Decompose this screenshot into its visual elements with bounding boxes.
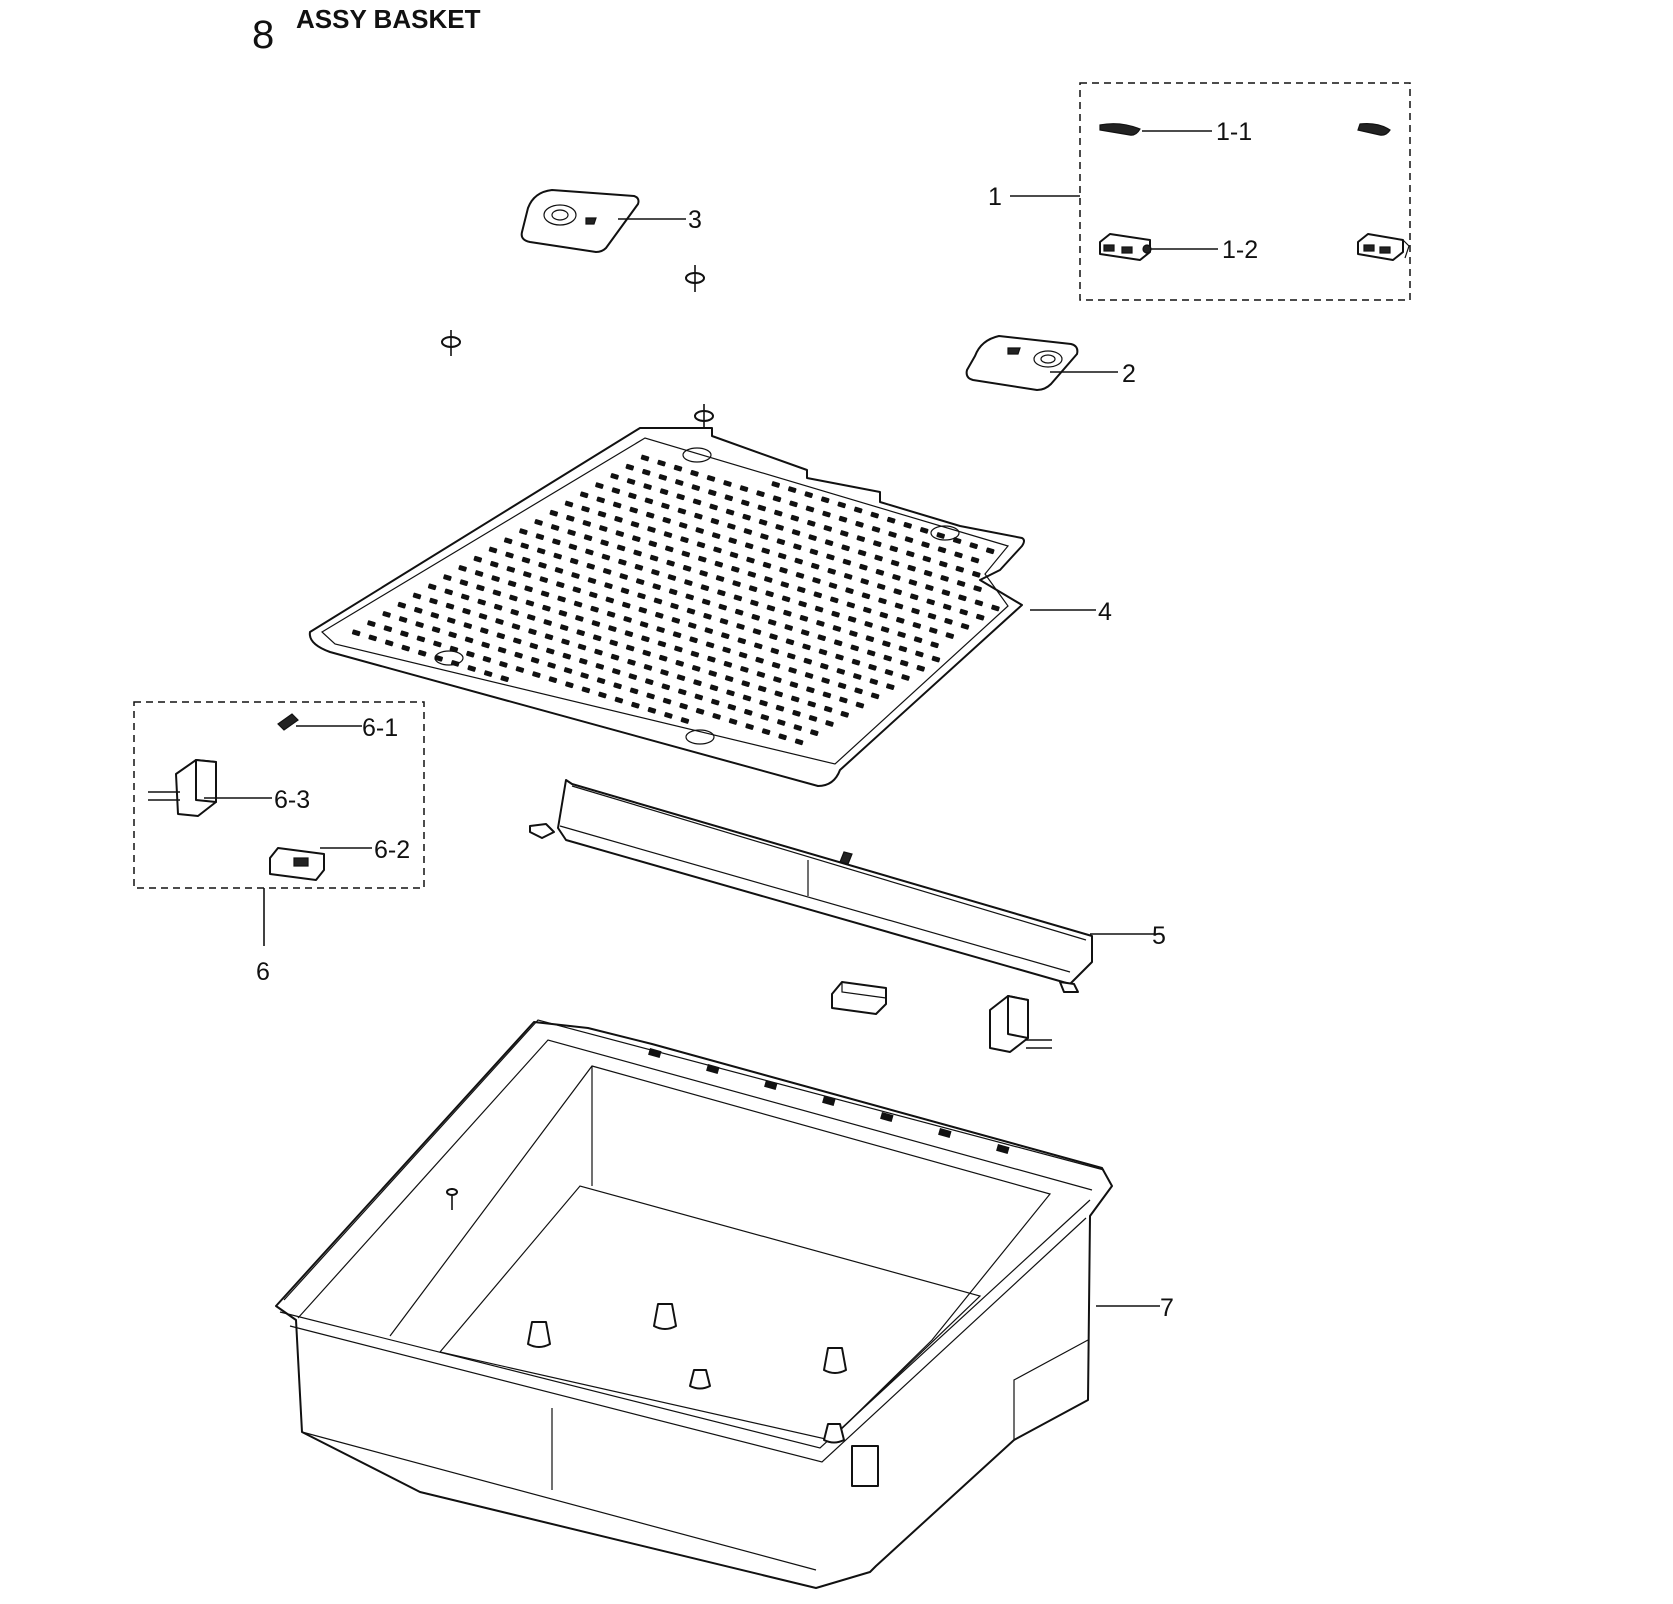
- screw-1: [685, 265, 705, 292]
- part-6-2-block: [269, 847, 372, 881]
- part-6-3-bracket: [148, 759, 272, 817]
- screw-3: [694, 404, 714, 430]
- part-4-perforated-shelf: [308, 427, 1096, 787]
- callout-1: 1: [988, 183, 1002, 211]
- group-1-dashed-box: [1079, 82, 1411, 301]
- basket-post-5: [823, 1423, 845, 1444]
- part-1-2-left: [1099, 233, 1152, 261]
- part-3-cover: [520, 189, 686, 253]
- callout-6: 6: [256, 958, 270, 986]
- callout-6-1: 6-1: [362, 714, 398, 742]
- callout-1-1: 1-1: [1216, 118, 1252, 146]
- part-7-basket: [275, 1019, 1160, 1589]
- part-1-1-left: [1099, 123, 1141, 136]
- screw-2: [441, 330, 461, 356]
- callout-3: 3: [688, 206, 702, 234]
- callout-2: 2: [1122, 360, 1136, 388]
- basket-post-4: [689, 1369, 711, 1390]
- part-group-1: [1010, 82, 1411, 301]
- basket-post-1: [527, 1321, 551, 1348]
- callout-1-2: 1-2: [1222, 236, 1258, 264]
- part-6-1-spring: [277, 713, 362, 731]
- basket-post-2: [653, 1303, 677, 1330]
- section-number: 8: [252, 13, 274, 57]
- diagram-title: ASSY BASKET: [296, 4, 481, 34]
- callout-5: 5: [1152, 922, 1166, 950]
- part-1-2-right: [1357, 233, 1410, 261]
- part-group-6: [133, 701, 425, 946]
- callout-7: 7: [1160, 1294, 1174, 1322]
- group-6-dashed-box: [133, 701, 425, 889]
- part-5-rail: [529, 779, 1160, 993]
- callout-6-2: 6-2: [374, 836, 410, 864]
- callout-4: 4: [1098, 598, 1112, 626]
- callout-6-3: 6-3: [274, 786, 310, 814]
- basket-post-3: [823, 1347, 847, 1374]
- part-1-1-right: [1357, 123, 1391, 136]
- part-2-cover: [965, 335, 1118, 391]
- basket-rim-slots: [648, 1048, 1010, 1155]
- mounted-bracket: [989, 995, 1052, 1053]
- shelf-perforations: [351, 454, 1000, 746]
- mounted-block: [831, 981, 887, 1015]
